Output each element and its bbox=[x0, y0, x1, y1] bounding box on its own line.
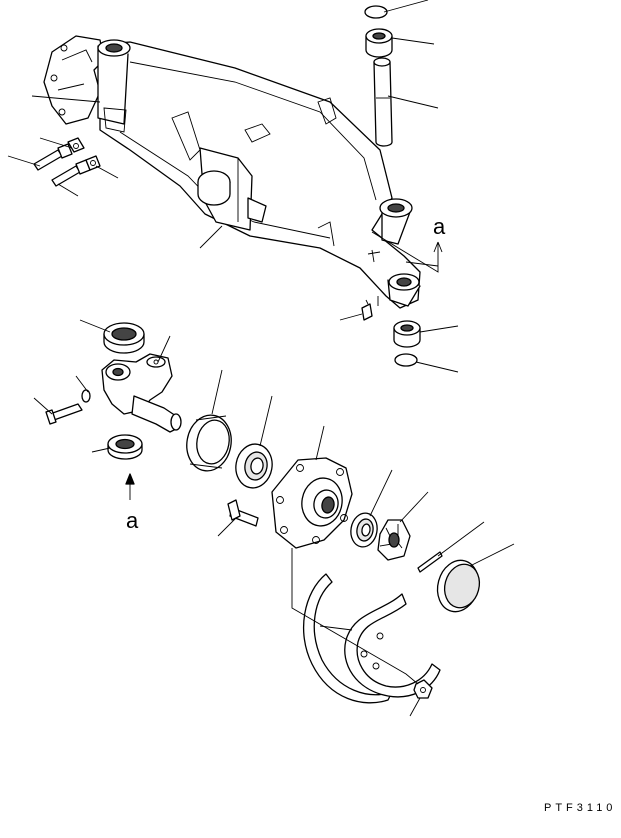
upper-left-bolts bbox=[33, 137, 101, 187]
axle-beam bbox=[43, 35, 421, 309]
leader-lines bbox=[7, 0, 515, 717]
drawing-code: PTF3110 bbox=[544, 802, 617, 814]
wheel-rim bbox=[302, 573, 441, 704]
wheel-hub bbox=[227, 457, 353, 549]
outer-hub-parts bbox=[350, 512, 481, 613]
seals-and-bearings bbox=[186, 414, 273, 489]
steering-knuckle bbox=[45, 322, 182, 460]
reference-label-a-upper: a bbox=[433, 214, 446, 239]
reference-label-a-lower: a bbox=[126, 508, 139, 533]
king-pin-parts-right bbox=[361, 5, 421, 367]
